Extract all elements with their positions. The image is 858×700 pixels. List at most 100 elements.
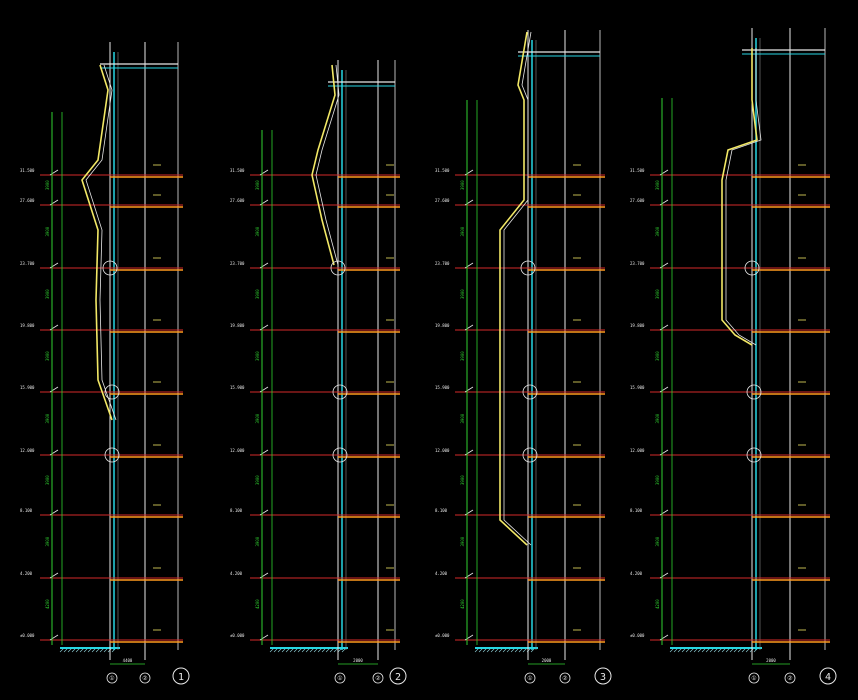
dimension-text: 3900 (655, 289, 660, 299)
detail-callout-circle (522, 384, 538, 400)
dimension-text: 4200 (45, 599, 50, 609)
floor-level: 23.700 (435, 257, 605, 271)
elevation-label: 12.000 (435, 448, 450, 453)
elevation-arrow (49, 262, 59, 269)
elevation-arrow (464, 199, 474, 206)
detail-callout-circle (332, 447, 348, 463)
elevation-arrow (49, 634, 59, 641)
elevation-arrow (49, 169, 59, 176)
detail-callout-circle (744, 260, 760, 276)
elevation-label: 15.900 (20, 385, 35, 390)
dimension-text: 3900 (655, 413, 660, 423)
elevation-label: ±0.000 (630, 633, 645, 638)
grid-bubble-right-label: ② (375, 675, 380, 682)
elevation-arrow (259, 572, 269, 579)
grid-bubble-right-label: ② (787, 675, 792, 682)
elevation-label: ±0.000 (230, 633, 245, 638)
dimension-text: 3900 (655, 536, 660, 546)
elevation-arrow (49, 386, 59, 393)
elevation-label: 31.500 (630, 168, 645, 173)
floor-level: 8.100 (630, 504, 830, 518)
floor-level: 4.200 (435, 567, 605, 581)
elevation-label: 19.800 (20, 323, 35, 328)
elevation-label: 8.100 (20, 508, 33, 513)
elevation-label: 23.700 (20, 261, 35, 266)
elevation-label: 19.800 (230, 323, 245, 328)
floor-level: 15.900 (630, 381, 830, 395)
facade-profile-outer (81, 64, 113, 421)
floor-level: 4.200 (20, 567, 183, 581)
elevation-arrow (464, 262, 474, 269)
dimension-text: 3900 (255, 413, 260, 423)
elevation-label: 15.900 (230, 385, 245, 390)
dimension-text: 3900 (255, 475, 260, 485)
floor-level: 8.100 (20, 504, 183, 518)
elevation-label: 8.100 (435, 508, 448, 513)
section-bubble (594, 667, 612, 685)
floor-level: 31.500 (20, 164, 183, 178)
elevation-label: 4.200 (20, 571, 33, 576)
dimension-text: 3900 (255, 351, 260, 361)
facade-profile-inner (725, 48, 762, 346)
floor-level: 15.900 (435, 381, 605, 395)
elevation-label: 12.000 (630, 448, 645, 453)
grid-bubble-right-label: ② (142, 675, 147, 682)
section-number: 1 (178, 672, 184, 683)
bottom-dimension-text: 4400 (123, 658, 133, 663)
elevation-label: 23.700 (630, 261, 645, 266)
dimension-text: 4200 (460, 599, 465, 609)
dimension-text: 3900 (460, 289, 465, 299)
dimension-text: 3900 (45, 351, 50, 361)
grid-bubble-right (559, 672, 571, 684)
bottom-dimension-text: 2000 (766, 658, 776, 663)
elevation-arrow (659, 262, 669, 269)
floor-level: ±0.000 (230, 629, 400, 643)
floor-level: ±0.000 (435, 629, 605, 643)
floor-level: 19.800 (20, 319, 183, 333)
elevation-label: 4.200 (435, 571, 448, 576)
elevation-arrow (259, 634, 269, 641)
grid-bubble-right (372, 672, 384, 684)
elevation-arrow (659, 324, 669, 331)
section-1: ±0.000 4.200 8.100 12.000 15.900 19.800 23.700… (20, 42, 190, 685)
elevation-arrow (49, 199, 59, 206)
floor-level: 12.000 (630, 444, 830, 458)
grid-bubble-left (106, 672, 118, 684)
elevation-arrow (49, 324, 59, 331)
elevation-arrow (659, 509, 669, 516)
grid-bubble-left (748, 672, 760, 684)
bottom-dimension-text: 2000 (353, 658, 363, 663)
floor-level: 27.600 (435, 194, 605, 208)
floor-level: 4.200 (230, 567, 400, 581)
elevation-arrow (464, 324, 474, 331)
elevation-label: 15.900 (435, 385, 450, 390)
dimension-text: 3900 (655, 351, 660, 361)
elevation-label: 27.600 (20, 198, 35, 203)
elevation-arrow (259, 386, 269, 393)
elevation-label: 19.800 (630, 323, 645, 328)
floor-level: 4.200 (630, 567, 830, 581)
detail-callout-circle (332, 384, 348, 400)
section-number: 4 (825, 672, 831, 683)
detail-callout-circle (104, 447, 120, 463)
grid-bubble-left (334, 672, 346, 684)
grid-bubble-right (784, 672, 796, 684)
facade-profile-inner (85, 64, 117, 421)
dimension-text: 3900 (460, 536, 465, 546)
dimension-text: 3900 (460, 180, 465, 190)
floor-level: 23.700 (630, 257, 830, 271)
elevation-label: 12.000 (20, 448, 35, 453)
floor-level: 15.900 (230, 381, 400, 395)
floor-level: ±0.000 (20, 629, 183, 643)
grid-bubble-right-label: ② (562, 675, 567, 682)
facade-profile-outer (311, 64, 336, 266)
elevation-arrow (464, 509, 474, 516)
floor-level: 23.700 (230, 257, 400, 271)
elevation-arrow (464, 449, 474, 456)
elevation-label: 27.600 (435, 198, 450, 203)
grid-bubble-left (524, 672, 536, 684)
detail-callout-circle (520, 260, 536, 276)
grid-bubble-left-label: ① (109, 675, 114, 682)
dimension-text: 3900 (460, 475, 465, 485)
dimension-text: 3900 (255, 226, 260, 236)
